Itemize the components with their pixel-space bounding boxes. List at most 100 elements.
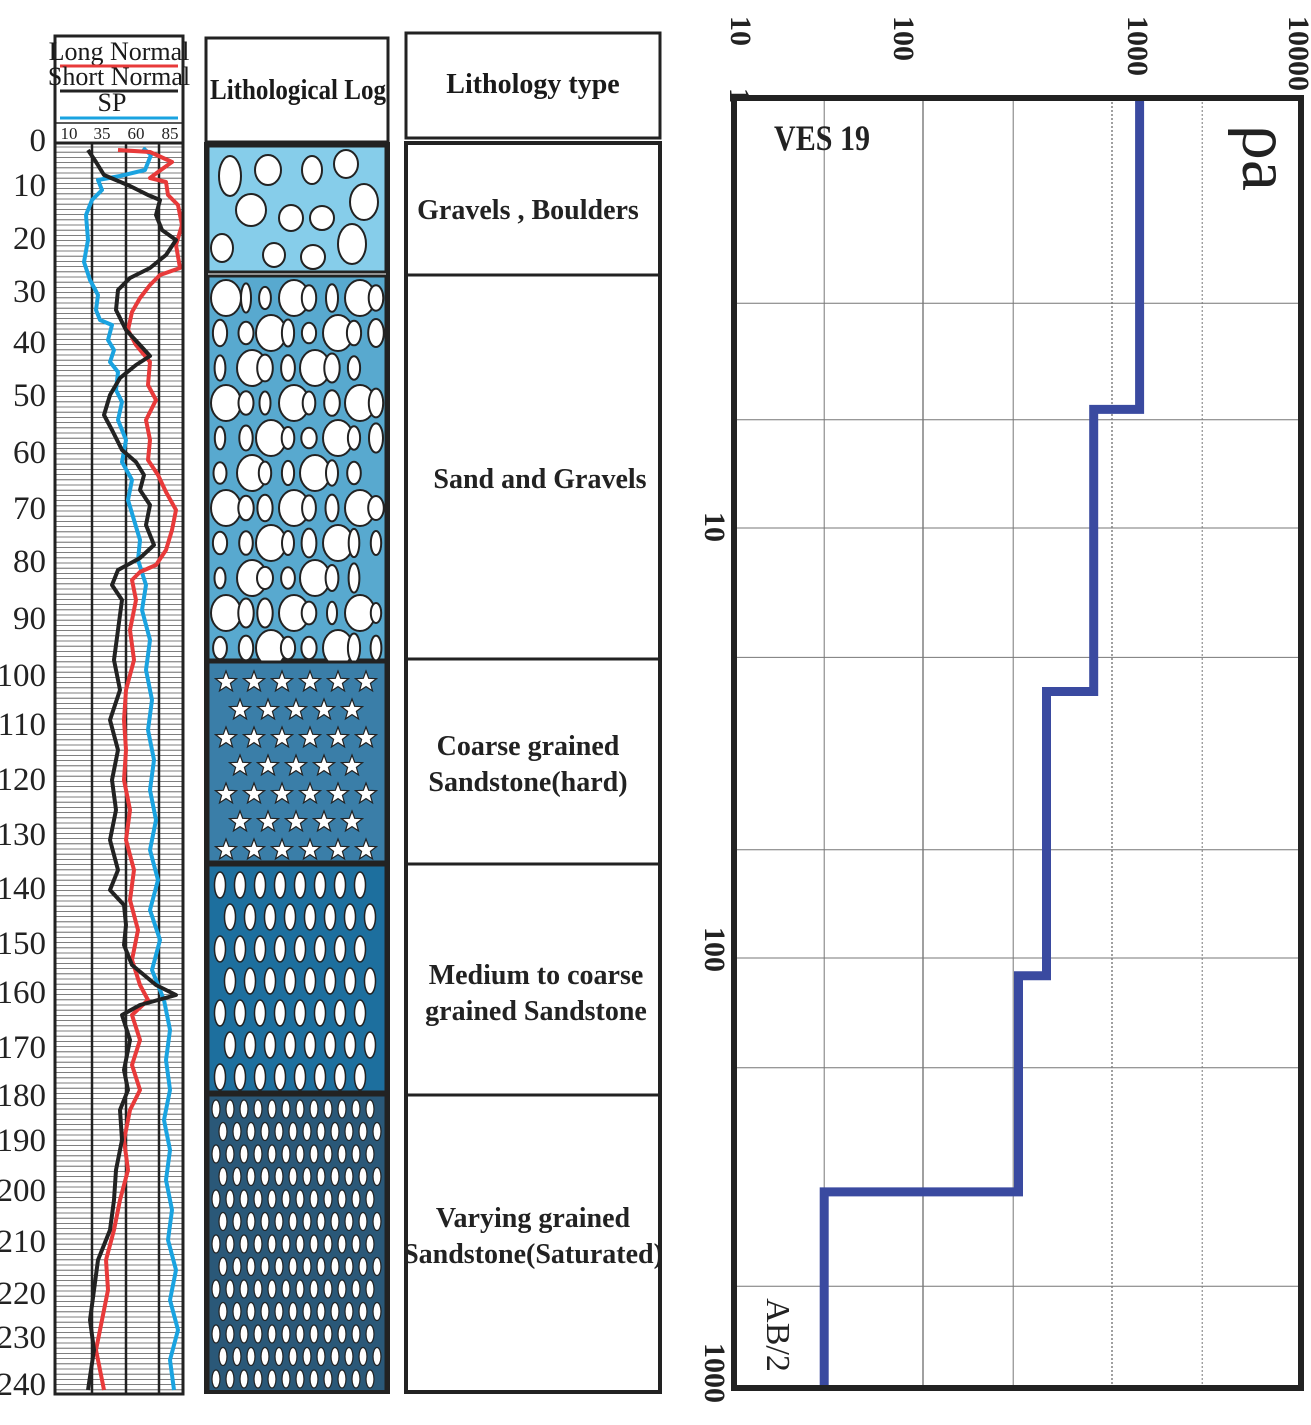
oval-grain [323, 903, 337, 931]
depth-label: 30 [13, 274, 46, 310]
small-oval-grain [267, 1324, 277, 1344]
small-oval-grain [330, 1256, 340, 1277]
small-oval-grain [316, 1301, 326, 1322]
small-oval-grain [211, 1144, 221, 1164]
oval-grain [293, 999, 307, 1027]
small-oval-grain [365, 1144, 375, 1164]
litho-type-label: Sand and Gravels [433, 464, 646, 495]
gravel [367, 387, 385, 419]
litho-type-label: Sandstone(hard) [428, 767, 627, 798]
oval-grain [293, 935, 307, 963]
small-oval-grain [211, 1099, 221, 1119]
boulder [262, 242, 286, 268]
star-grain [269, 781, 295, 805]
ab2-label: AB/2 [759, 1298, 796, 1372]
litho-layer-ovals [206, 863, 388, 1094]
oval-grain [293, 871, 307, 899]
legend-short-normal: Short Normal [48, 62, 190, 91]
oval-grain [273, 999, 287, 1027]
small-oval-grain [260, 1346, 270, 1367]
star-grain [269, 725, 295, 749]
litho-log-title: Lithological Log [210, 75, 386, 106]
gravel [369, 530, 383, 556]
legend-long-normal: Long Normal [49, 37, 190, 66]
litho-type-title: Lithology type [446, 69, 619, 100]
small-oval-grain [260, 1211, 270, 1232]
star-grain [213, 781, 239, 805]
small-oval-grain [267, 1099, 277, 1119]
star-grain [339, 697, 365, 721]
gravel [325, 283, 339, 313]
oval-grain [323, 1031, 337, 1059]
small-oval-grain [218, 1256, 228, 1277]
small-oval-grain [274, 1301, 284, 1322]
ves-resistivity-tick: 100 [887, 16, 920, 61]
gravel [300, 527, 318, 559]
small-oval-grain [330, 1346, 340, 1367]
oval-grain [213, 999, 227, 1027]
litho-type-label: Medium to coarse [429, 960, 644, 991]
star-grain [255, 697, 281, 721]
small-oval-grain [302, 1121, 312, 1142]
gravel [240, 282, 252, 314]
gravel [281, 530, 295, 556]
small-oval-grain [253, 1324, 263, 1344]
small-oval-grain [344, 1301, 354, 1322]
small-oval-grain [274, 1166, 284, 1187]
oval-grain [213, 1063, 227, 1091]
small-oval-grain [372, 1121, 382, 1142]
boulder [337, 223, 367, 265]
small-oval-grain [358, 1211, 368, 1232]
ves-depth-tick: 1000 [698, 1343, 731, 1403]
gravel [345, 319, 363, 347]
gravel [301, 390, 317, 416]
small-oval-grain [337, 1099, 347, 1119]
litho-type-label: Coarse grained [437, 731, 620, 762]
small-oval-grain [253, 1099, 263, 1119]
depth-axis: 0102030405060708090100110120130140150160… [0, 123, 46, 1403]
gravel [210, 489, 242, 527]
gravel [367, 318, 385, 348]
small-oval-grain [344, 1256, 354, 1277]
small-oval-grain [260, 1121, 270, 1142]
small-oval-grain [232, 1346, 242, 1367]
gravel [256, 353, 274, 383]
depth-label: 10 [13, 168, 46, 204]
star-grain [227, 753, 253, 777]
small-oval-grain [274, 1211, 284, 1232]
rho-a-label: ρa [1227, 125, 1304, 191]
star-grain [325, 837, 351, 861]
small-oval-grain [309, 1279, 319, 1299]
ves-depth-tick: 10 [698, 512, 731, 542]
small-oval-grain [218, 1211, 228, 1232]
star-grain [353, 837, 379, 861]
boulder [309, 205, 335, 231]
oval-grain [253, 1063, 267, 1091]
litho-type-label: Gravels , Boulders [417, 195, 639, 226]
small-oval-grain [239, 1324, 249, 1344]
litho-type-label: Varying grained [436, 1203, 631, 1234]
small-oval-grain [337, 1279, 347, 1299]
gravel [280, 459, 296, 487]
small-oval-grain [302, 1211, 312, 1232]
oval-grain [333, 999, 347, 1027]
small-oval-grain [337, 1369, 347, 1389]
small-oval-grain [365, 1234, 375, 1254]
small-oval-grain [337, 1144, 347, 1164]
star-grain [283, 753, 309, 777]
depth-label: 160 [0, 975, 46, 1011]
oval-grain [223, 1031, 237, 1059]
small-oval-grain [225, 1369, 235, 1389]
small-oval-grain [358, 1346, 368, 1367]
depth-label: 60 [13, 435, 46, 471]
small-oval-grain [267, 1144, 277, 1164]
small-oval-grain [316, 1166, 326, 1187]
small-oval-grain [295, 1369, 305, 1389]
star-grain [353, 669, 379, 693]
gravel [346, 355, 362, 381]
small-oval-grain [309, 1234, 319, 1254]
depth-label: 150 [0, 926, 46, 962]
oval-grain [273, 935, 287, 963]
